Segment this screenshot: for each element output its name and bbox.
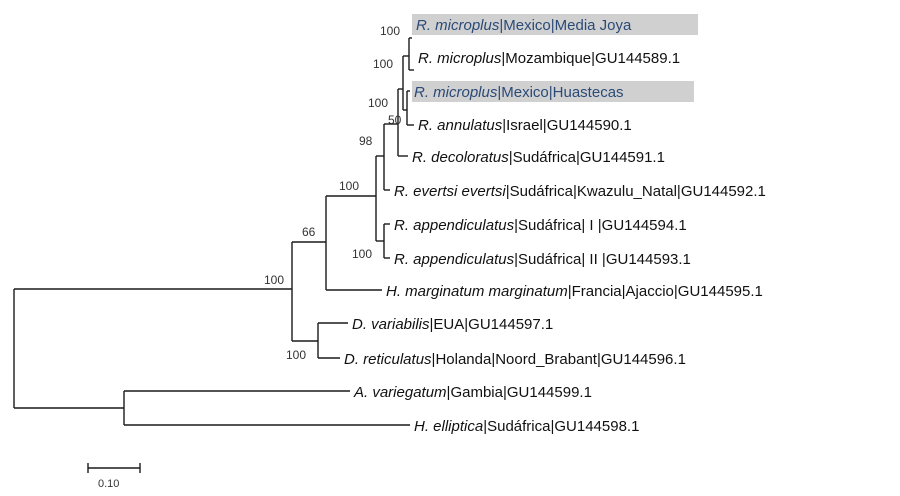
taxon-label: A. variegatum|Gambia|GU144599.1 — [353, 384, 592, 401]
bootstrap-value: 98 — [359, 134, 373, 148]
taxon-label: R. microplus|Mexico|Huastecas — [414, 84, 624, 101]
bootstrap-value: 100 — [368, 96, 388, 110]
bootstrap-value: 100 — [380, 24, 400, 38]
bootstrap-value: 66 — [302, 225, 316, 239]
taxon-label: H. marginatum marginatum|Francia|Ajaccio… — [386, 283, 763, 300]
bootstrap-values: 100 100 100 50 98 100 100 66 100 100 — [264, 24, 402, 362]
bootstrap-value: 100 — [286, 348, 306, 362]
scale-bar-label: 0.10 — [98, 478, 119, 490]
taxon-label: D. reticulatus|Holanda|Noord_Brabant|GU1… — [344, 351, 686, 368]
bootstrap-value: 100 — [373, 57, 393, 71]
taxon-label: R. microplus|Mozambique|GU144589.1 — [418, 50, 680, 67]
bootstrap-value: 50 — [388, 113, 402, 127]
bootstrap-value: 100 — [264, 273, 284, 287]
taxon-labels: R. microplus|Mexico|Media Joya R. microp… — [344, 17, 766, 435]
taxon-label: D. variabilis|EUA|GU144597.1 — [352, 316, 553, 333]
taxon-label: R. appendiculatus|Sudáfrica| II |GU14459… — [394, 251, 691, 268]
taxon-label: H. elliptica|Sudáfrica|GU144598.1 — [414, 418, 639, 435]
highlight-box-media-joya — [412, 14, 698, 35]
taxon-label: R. appendiculatus|Sudáfrica| I |GU144594… — [394, 217, 687, 234]
scale-bar: 0.10 — [87, 463, 141, 490]
taxon-label: R. decoloratus|Sudáfrica|GU144591.1 — [412, 149, 665, 166]
bootstrap-value: 100 — [352, 247, 372, 261]
tree-branches — [13, 37, 414, 426]
taxon-label: R. annulatus|Israel|GU144590.1 — [418, 117, 632, 134]
taxon-label: R. evertsi evertsi|Sudáfrica|Kwazulu_Nat… — [394, 183, 766, 200]
bootstrap-value: 100 — [339, 179, 359, 193]
highlight-box-huastecas — [412, 81, 694, 102]
taxon-label: R. microplus|Mexico|Media Joya — [416, 17, 632, 34]
